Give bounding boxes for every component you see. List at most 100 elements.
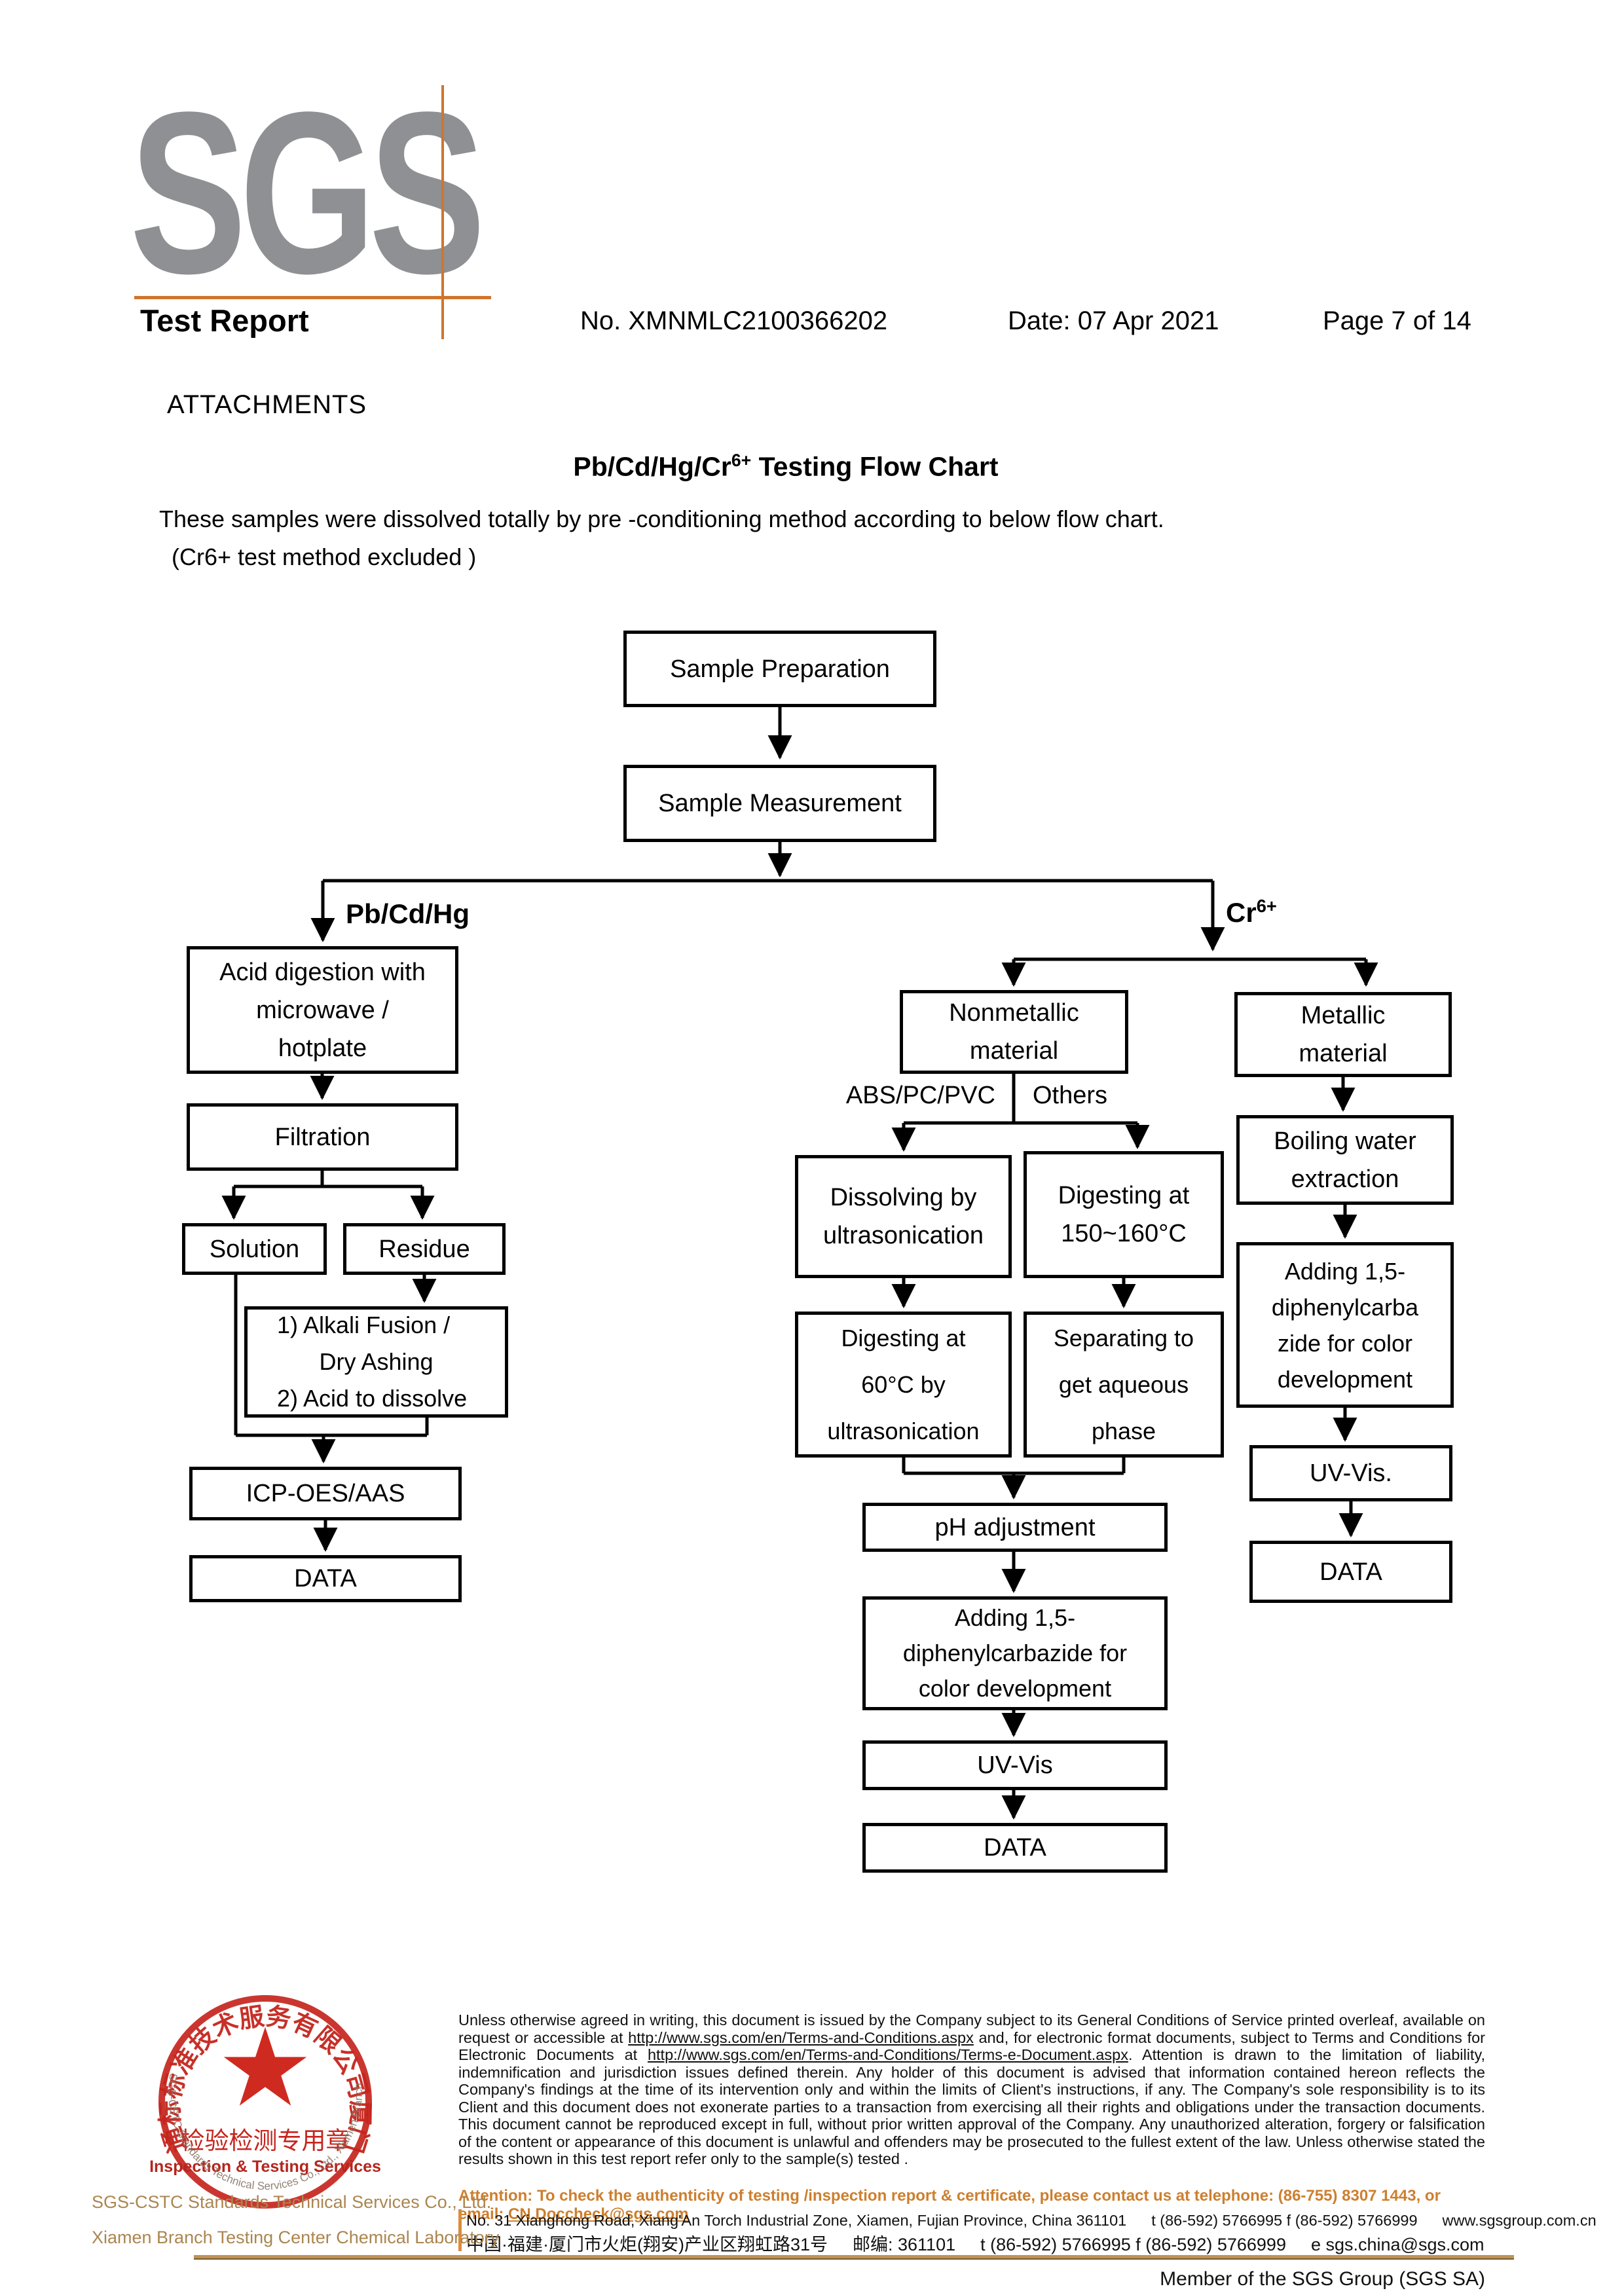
flow-box-digesting-60: Digesting at 60°C by ultrasonication [795, 1312, 1012, 1458]
footer-divider [194, 2255, 1514, 2260]
box-text: Sample Preparation [670, 655, 890, 683]
flow-box-residue: Residue [343, 1223, 506, 1275]
flow-box-acid-digestion: Acid digestion with microwave / hotplate [187, 946, 458, 1074]
branch-label-pbcdhg: Pb/Cd/Hg [346, 898, 470, 929]
address-accent-bar [458, 2209, 462, 2251]
box-text: Digesting at [841, 1325, 966, 1351]
box-text: Adding 1,5- [954, 1604, 1076, 1631]
address-line-en: No. 31 Xianghong Road, Xiang'An Torch In… [466, 2212, 1596, 2230]
stamp-ring [158, 1995, 372, 2209]
flow-box-separating: Separating to get aqueous phase [1024, 1312, 1224, 1458]
box-text: Separating to [1053, 1325, 1194, 1351]
box-text: Sample Measurement [658, 790, 902, 817]
report-number: No. XMNMLC2100366202 [580, 306, 888, 335]
intro-line-1: These samples were dissolved totally by … [159, 505, 1164, 532]
flow-box-sample-measurement: Sample Measurement [623, 765, 936, 842]
company-name-line: SGS-CSTC Standards Technical Services Co… [92, 2192, 492, 2212]
box-text: 1) Alkali Fusion / [277, 1312, 451, 1338]
report-date: Date: 07 Apr 2021 [1008, 306, 1219, 335]
flow-box-data-left: DATA [189, 1555, 462, 1602]
box-text: Dry Ashing [319, 1348, 434, 1375]
flow-box-adding-right: Adding 1,5- diphenylcarba zide for color… [1236, 1242, 1454, 1408]
address-email-cn: e sgs.china@sgs.com [1310, 2235, 1485, 2254]
address-postal-cn: 邮编: 361101 [853, 2235, 956, 2254]
box-text: phase [1091, 1418, 1156, 1444]
box-text: microwave / [256, 996, 389, 1024]
box-text: material [1299, 1040, 1388, 1067]
cr-label-sup: 6+ [1256, 896, 1277, 916]
flow-box-alkali-fusion: 1) Alkali Fusion / Dry Ashing 2) Acid to… [244, 1306, 508, 1418]
box-text: Boiling water [1274, 1127, 1416, 1155]
address-street-en: No. 31 Xianghong Road, Xiang'An Torch In… [466, 2212, 1127, 2229]
flow-box-adding-center: Adding 1,5- diphenylcarbazide for color … [862, 1596, 1168, 1710]
flow-box-data-center: DATA [862, 1823, 1168, 1873]
branch-label-cr6: Cr6+ [1226, 896, 1277, 928]
box-text: extraction [1291, 1165, 1399, 1193]
legal-text: Unless otherwise agreed in writing, this… [458, 2011, 1485, 2046]
box-text: Filtration [274, 1123, 371, 1151]
box-text: Metallic [1301, 1002, 1386, 1029]
flow-box-solution: Solution [182, 1223, 327, 1275]
terms-link: http://www.sgs.com/en/Terms-and-Conditio… [628, 2029, 974, 2046]
intro-line-2: (Cr6+ test method excluded ) [172, 543, 477, 570]
flowchart-title: Pb/Cd/Hg/Cr6+ Testing Flow Chart [327, 450, 1244, 483]
box-text: Acid digestion with [219, 958, 426, 986]
box-text: Digesting at [1058, 1182, 1190, 1209]
box-text: material [969, 1037, 1059, 1065]
page-indicator: Page 7 of 14 [1323, 306, 1471, 335]
attention-text: Attention: To check the authenticity of … [458, 2187, 1441, 2223]
company-lab-line: Xiamen Branch Testing Center Chemical La… [92, 2228, 500, 2247]
report-title: Test Report [140, 303, 309, 338]
terms-e-document-link: http://www.sgs.com/en/Terms-and-Conditio… [647, 2046, 1128, 2063]
box-text: ultrasonication [822, 1222, 984, 1249]
flow-box-data-right: DATA [1249, 1541, 1452, 1603]
attention-notice: Attention: To check the authenticity of … [458, 2187, 1485, 2224]
star-icon: ★ [217, 2008, 314, 2128]
stamp-label-en: Inspection & Testing Services [149, 2157, 381, 2176]
flow-box-filtration: Filtration [187, 1103, 458, 1171]
box-text: color development [918, 1675, 1112, 1702]
box-text: DATA [294, 1565, 357, 1592]
flow-box-boiling-water: Boiling water extraction [1236, 1115, 1454, 1205]
box-text: Adding 1,5- [1284, 1257, 1406, 1285]
flow-box-sample-preparation: Sample Preparation [623, 631, 936, 707]
sgs-member-line: Member of the SGS Group (SGS SA) [1160, 2268, 1485, 2290]
flow-box-dissolving: Dissolving by ultrasonication [795, 1155, 1012, 1278]
box-text: DATA [984, 1834, 1046, 1862]
flowchart-title-sup: 6+ [731, 450, 752, 470]
box-text: pH adjustment [934, 1513, 1096, 1541]
box-text: zide for color [1277, 1329, 1413, 1357]
flow-box-digesting-150: Digesting at 150~160°C [1024, 1151, 1224, 1278]
box-text: DATA [1320, 1558, 1382, 1586]
box-text: hotplate [278, 1034, 367, 1062]
box-text: Nonmetallic [949, 999, 1079, 1027]
logo-crossline [441, 85, 444, 339]
sgs-logo: SGS [130, 64, 486, 321]
flowchart-title-suffix: Testing Flow Chart [751, 451, 999, 482]
box-text: Residue [378, 1235, 470, 1263]
box-text: get aqueous [1058, 1371, 1189, 1398]
flow-box-uv-vis-right: UV-Vis. [1249, 1445, 1452, 1501]
cr-label-text: Cr [1226, 897, 1257, 928]
address-tel-cn: t (86-592) 5766995 f (86-592) 5766999 [980, 2235, 1286, 2254]
flow-box-uv-vis-center: UV-Vis [862, 1740, 1168, 1790]
inspection-stamp: 通标标准技术服务有限公司厦门分公司 ★ 检验检测专用章 Inspection &… [118, 1984, 381, 2209]
attachments-heading: ATTACHMENTS [167, 390, 367, 419]
legal-text: . Attention is drawn to the limitation o… [458, 2046, 1485, 2167]
address-web: www.sgsgroup.com.cn [1442, 2212, 1596, 2229]
legal-text: and, for electronic format documents, su… [458, 2029, 1485, 2064]
box-text: UV-Vis [977, 1752, 1053, 1779]
box-text: 150~160°C [1061, 1220, 1187, 1247]
box-text: ICP-OES/AAS [246, 1480, 405, 1507]
flow-box-metallic: Metallic material [1234, 992, 1452, 1077]
box-text: Dissolving by [830, 1184, 977, 1211]
legal-terms-paragraph: Unless otherwise agreed in writing, this… [458, 2011, 1485, 2168]
box-text: 2) Acid to dissolve [277, 1385, 468, 1412]
address-street-cn: 中国·福建·厦门市火炬(翔安)产业区翔虹路31号 [466, 2235, 828, 2254]
doccheck-email: CN.Doccheck@sgs.com [508, 2205, 689, 2223]
flowchart-title-prefix: Pb/Cd/Hg/Cr [573, 451, 731, 482]
box-text: 60°C by [861, 1371, 946, 1398]
box-text: Solution [209, 1235, 300, 1263]
label-others: Others [1033, 1082, 1108, 1109]
